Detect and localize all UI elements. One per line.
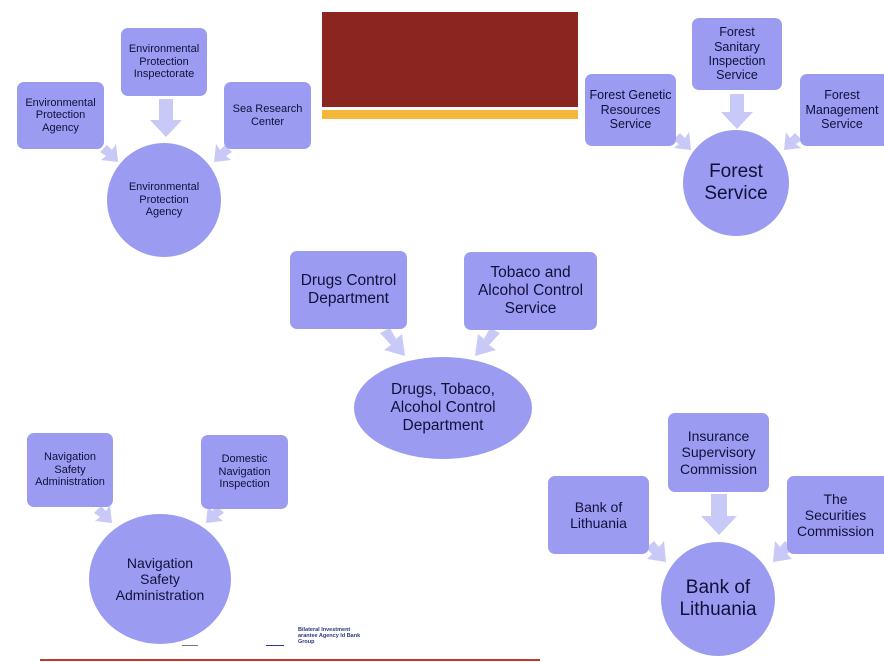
banner-stripe [322,110,578,119]
arrow [380,328,405,356]
drugs-department-center: Drugs, Tobaco, Alcohol Control Departmen… [354,357,532,459]
env-agency-center: Environmental Protection Agency [107,143,221,257]
footer-red-line [40,659,540,661]
arrow [646,541,666,562]
arrow [206,505,224,523]
arrow [94,505,112,523]
forest-sanitary-box: Forest Sanitary Inspection Service [692,18,782,90]
domestic-navigation-box: Domestic Navigation Inspection [201,435,288,509]
tobaco-alcohol-box: Tobaco and Alcohol Control Service [464,252,597,330]
sea-research-box: Sea Research Center [224,82,311,149]
arrow [673,132,691,150]
env-agency-box: Environmental Protection Agency [17,82,104,149]
arrow [784,132,802,150]
bank-of-lithuania-box: Bank of Lithuania [548,476,649,554]
banner-block [322,12,578,107]
arrow [150,99,182,137]
arrow [721,94,753,129]
forest-genetic-box: Forest Genetic Resources Service [585,74,676,146]
forest-management-box: Forest Management Service [800,74,884,146]
nav-safety-box: Navigation Safety Administration [27,433,113,507]
bank-of-lithuania-center: Bank of Lithuania [661,542,775,656]
footer-small-text: Bilateral Investment arantee Agency ld B… [298,627,361,646]
arrow [701,494,737,535]
securities-commission-box: The Securities Commission [787,476,884,554]
footer-dash [182,645,198,646]
env-inspectorate-box: Environmental Protection Inspectorate [121,28,207,96]
forest-service-center: Forest Service [683,130,789,236]
arrow [100,144,118,162]
arrow [475,328,500,356]
insurance-commission-box: Insurance Supervisory Commission [668,413,769,492]
footer-dash-blue [266,645,284,646]
drugs-control-box: Drugs Control Department [290,251,407,329]
nav-safety-center: Navigation Safety Administration [89,514,231,644]
